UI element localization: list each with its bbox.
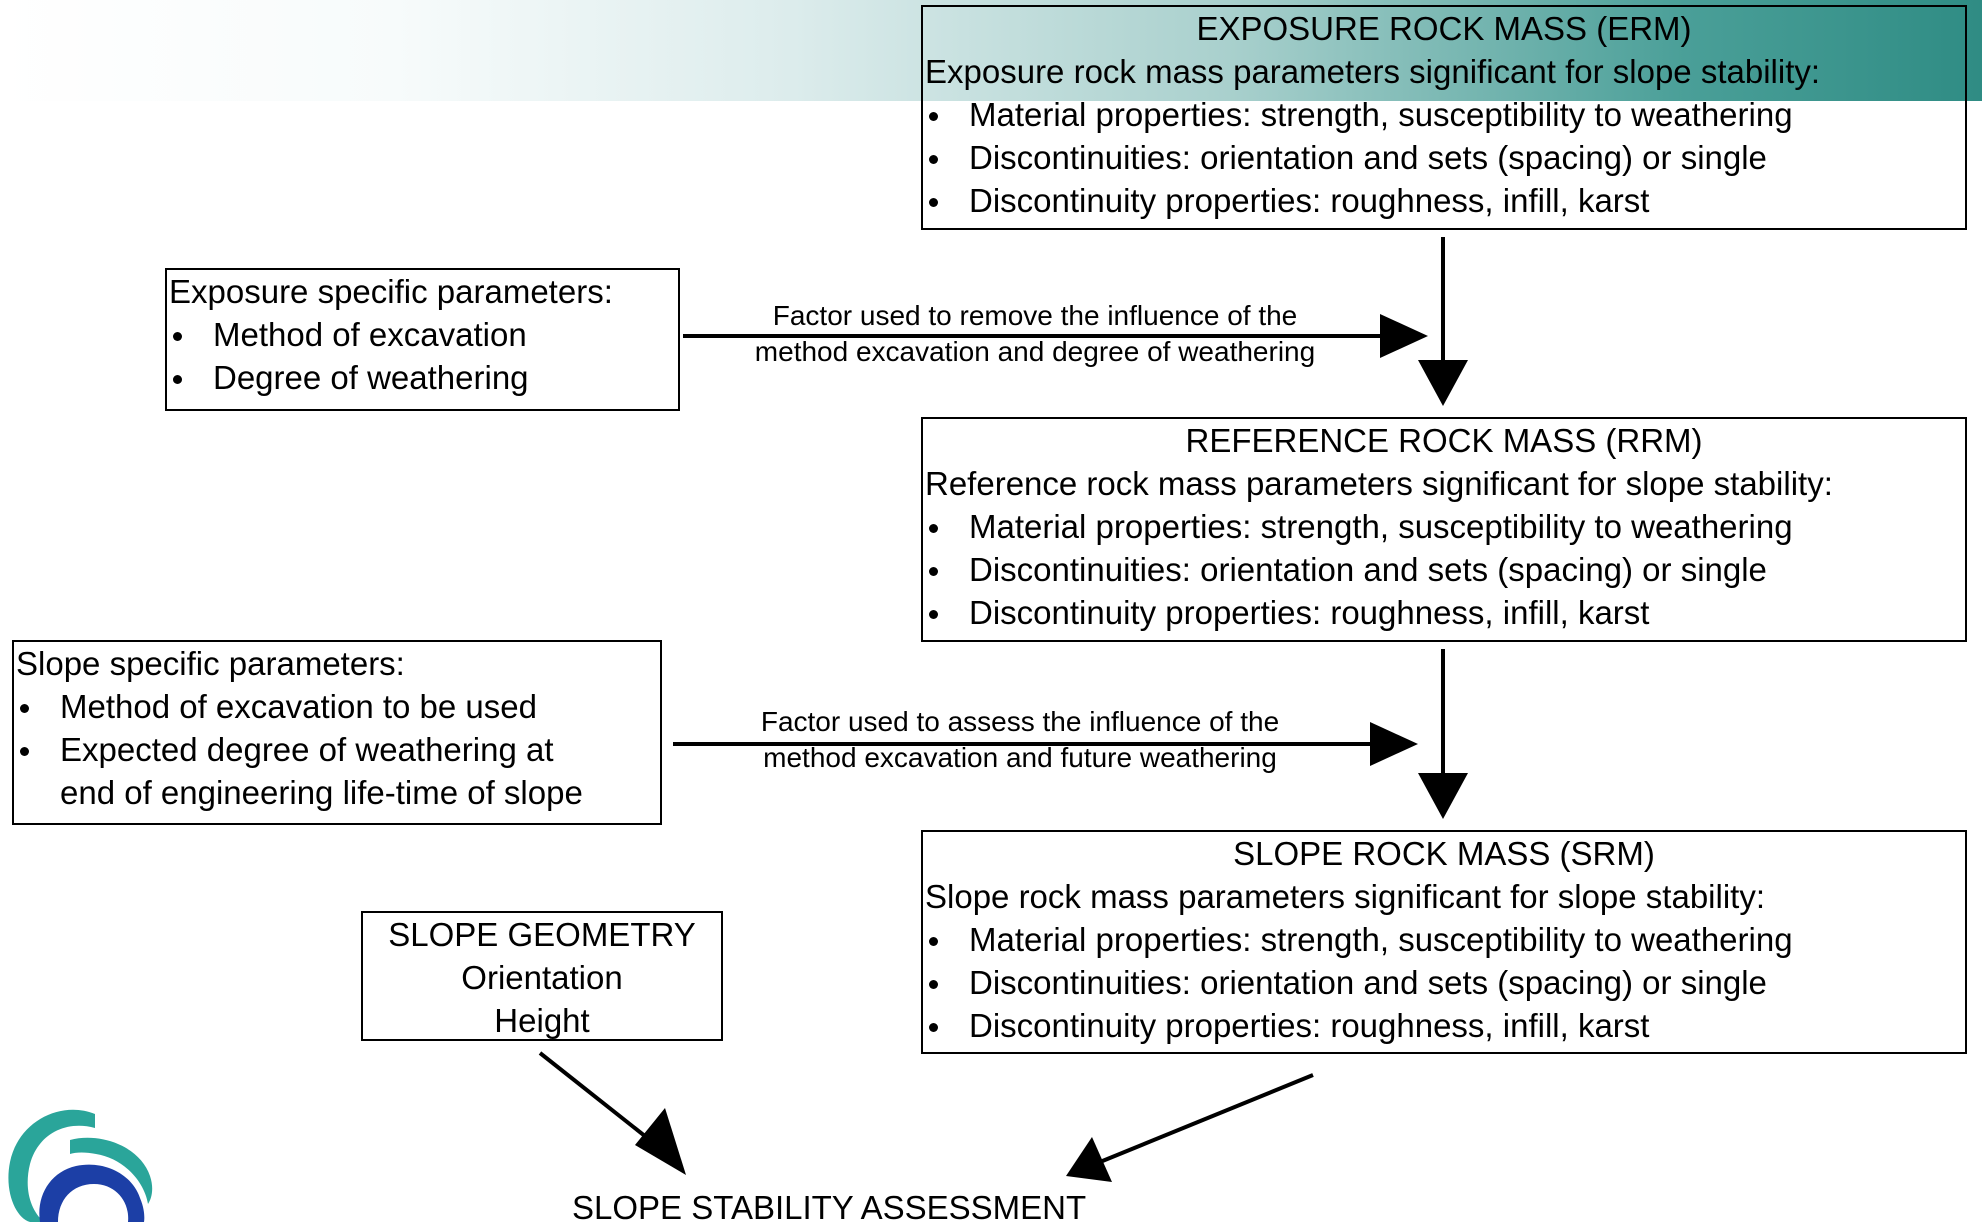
erm-list: Material properties: strength, susceptib… <box>925 93 1963 222</box>
list-item: Material properties: strength, susceptib… <box>925 918 1963 961</box>
exposure-specific-box: Exposure specific parameters: Method of … <box>165 268 680 411</box>
slope-specific-continuation: end of engineering life-time of slope <box>60 774 583 811</box>
factor-remove-label: Factor used to remove the influence of t… <box>700 298 1370 370</box>
srm-list: Material properties: strength, susceptib… <box>925 918 1963 1047</box>
logo-teal-arc <box>70 1137 153 1204</box>
header-banner <box>0 0 1982 101</box>
arrow-geometry-to-assessment <box>538 1051 662 1150</box>
list-item: Material properties: strength, susceptib… <box>925 505 1963 548</box>
rrm-box: REFERENCE ROCK MASS (RRM) Reference rock… <box>921 417 1967 642</box>
list-item: Discontinuities: orientation and sets (s… <box>925 961 1963 1004</box>
list-item: Discontinuity properties: roughness, inf… <box>925 179 1963 222</box>
factor-assess-label: Factor used to assess the influence of t… <box>690 704 1350 776</box>
factor-remove-line2: method excavation and degree of weatheri… <box>754 336 1316 367</box>
list-item: Degree of weathering <box>169 356 676 399</box>
slope-specific-box: Slope specific parameters: Method of exc… <box>12 640 662 825</box>
rrm-title: REFERENCE ROCK MASS (RRM) <box>1185 422 1703 459</box>
srm-box: SLOPE ROCK MASS (SRM) Slope rock mass pa… <box>921 830 1967 1054</box>
factor-assess-line1: Factor used to assess the influence of t… <box>760 706 1280 737</box>
erm-subtitle: Exposure rock mass parameters significan… <box>925 53 1821 90</box>
arrowhead <box>1418 360 1468 406</box>
slope-geometry-orientation: Orientation <box>461 959 623 996</box>
factor-assess-line2: method excavation and future weathering <box>763 742 1277 773</box>
arrowhead <box>1370 722 1418 766</box>
arrowhead <box>1418 773 1468 819</box>
exposure-specific-list: Method of excavation Degree of weatherin… <box>169 313 676 399</box>
slope-stability-assessment-label: SLOPE STABILITY ASSESSMENT <box>572 1189 1087 1226</box>
university-logo <box>8 1109 153 1222</box>
arrowhead <box>635 1108 686 1175</box>
slope-geometry-box: SLOPE GEOMETRY Orientation Height <box>361 911 723 1041</box>
logo-blue-swirl <box>39 1164 145 1222</box>
list-item: Expected degree of weathering at <box>16 728 658 771</box>
list-item: Discontinuities: orientation and sets (s… <box>925 136 1963 179</box>
list-item: Method of excavation to be used <box>16 685 658 728</box>
slope-specific-title: Slope specific parameters: <box>16 645 405 682</box>
srm-title: SLOPE ROCK MASS (SRM) <box>1233 835 1655 872</box>
erm-box: EXPOSURE ROCK MASS (ERM) Exposure rock m… <box>921 5 1967 230</box>
arrow-srm-to-assessment <box>1099 1073 1314 1164</box>
srm-subtitle: Slope rock mass parameters significant f… <box>925 878 1766 915</box>
list-item: Discontinuity properties: roughness, inf… <box>925 1004 1963 1047</box>
slope-geometry-title: SLOPE GEOMETRY <box>388 916 696 953</box>
arrowhead <box>1066 1137 1112 1182</box>
logo-teal-swirl <box>8 1109 96 1222</box>
exposure-specific-title: Exposure specific parameters: <box>169 273 613 310</box>
factor-remove-line1: Factor used to remove the influence of t… <box>772 300 1298 331</box>
arrowhead <box>1380 314 1428 358</box>
slope-geometry-height: Height <box>494 1002 590 1039</box>
erm-title: EXPOSURE ROCK MASS (ERM) <box>1196 10 1692 47</box>
rrm-list: Material properties: strength, susceptib… <box>925 505 1963 634</box>
list-item: Method of excavation <box>169 313 676 356</box>
list-item: Discontinuities: orientation and sets (s… <box>925 548 1963 591</box>
list-item: Discontinuity properties: roughness, inf… <box>925 591 1963 634</box>
rrm-subtitle: Reference rock mass parameters significa… <box>925 465 1833 502</box>
list-item: Material properties: strength, susceptib… <box>925 93 1963 136</box>
slope-specific-list: Method of excavation to be used Expected… <box>16 685 658 771</box>
